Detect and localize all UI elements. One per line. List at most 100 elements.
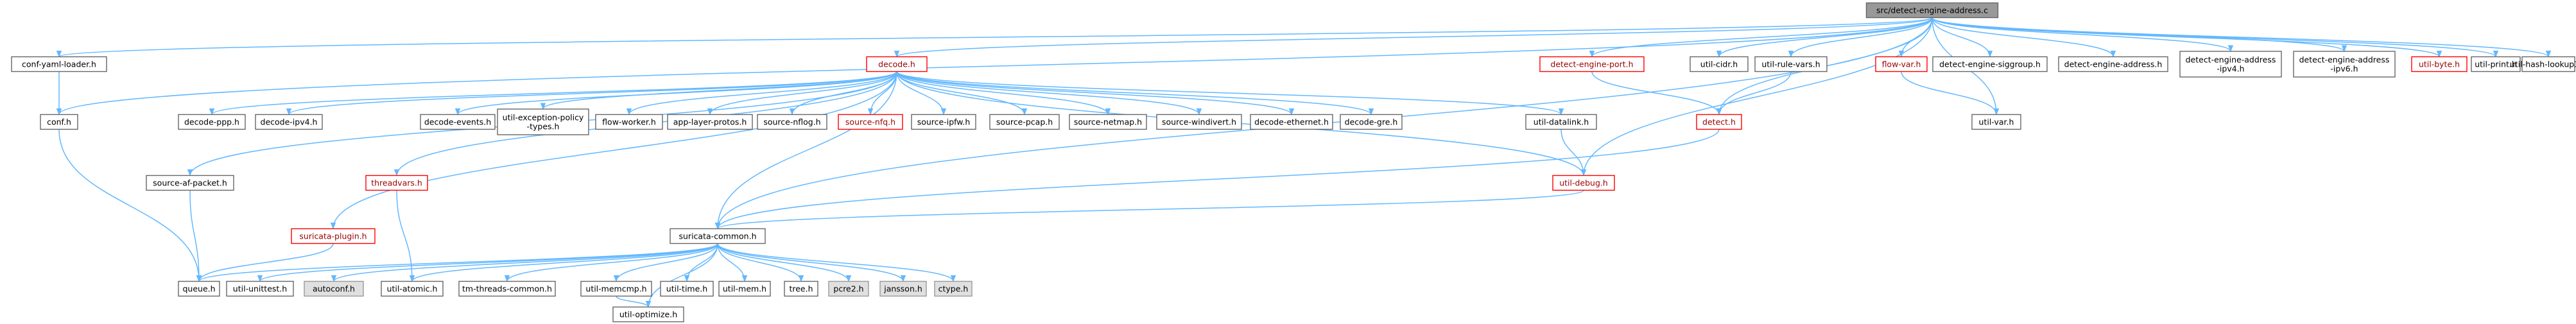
node-suricata-common[interactable]: suricata-common.h <box>670 228 766 244</box>
node-box-util-memcmp <box>580 280 652 297</box>
node-decode[interactable]: decode.h <box>866 56 928 72</box>
node-detect-engine-address-ipv6[interactable]: detect-engine-address-ipv6.h <box>2293 51 2396 78</box>
node-decode-gre[interactable]: decode-gre.h <box>1340 114 1403 130</box>
node-source-ipfw[interactable]: source-ipfw.h <box>911 114 976 130</box>
node-label-conf-yaml-loader: conf-yaml-loader.h <box>22 60 96 69</box>
node-source-netmap[interactable]: source-netmap.h <box>1069 114 1147 130</box>
node-util-hash-lookup3[interactable]: util-hash-lookup3.h <box>2510 56 2576 72</box>
node-detect-engine-siggroup[interactable]: detect-engine-siggroup.h <box>1932 56 2048 72</box>
node-util-byte[interactable]: util-byte.h <box>2411 56 2468 72</box>
node-util-var[interactable]: util-var.h <box>1971 114 2021 130</box>
node-suricata-plugin[interactable]: suricata-plugin.h <box>291 228 376 244</box>
edge-source-af-packet-to-queue <box>189 190 202 282</box>
node-label-tree: tree.h <box>789 284 813 294</box>
edge-root-to-detect-engine-port <box>1589 17 1933 58</box>
node-label-util-debug: util-debug.h <box>1559 178 1608 188</box>
node-jansson[interactable]: jansson.h <box>879 280 927 297</box>
node-util-mem[interactable]: util-mem.h <box>718 280 771 297</box>
node-tree[interactable]: tree.h <box>784 280 818 297</box>
edge-suricata-common-to-tree <box>717 243 804 282</box>
node-decode-ipv4[interactable]: decode-ipv4.h <box>255 114 323 130</box>
node-threadvars[interactable]: threadvars.h <box>365 175 428 191</box>
node-box-root <box>1865 2 1999 19</box>
node-pcre2[interactable]: pcre2.h <box>828 280 869 297</box>
node-detect[interactable]: detect.h <box>1696 114 1742 130</box>
node-box-detect-engine-address-ipv6 <box>2293 51 2396 78</box>
edge-root-to-conf <box>56 17 1933 115</box>
node-util-exception-policy-types[interactable]: util-exception-policy-types.h <box>497 108 589 135</box>
node-queue[interactable]: queue.h <box>178 280 220 297</box>
node-box-suricata-plugin <box>291 228 376 244</box>
edge-util-datalink-to-util-debug <box>1560 129 1587 176</box>
node-box-ctype <box>934 280 972 297</box>
node-root[interactable]: src/detect-engine-address.c <box>1865 2 1999 19</box>
edge-decode-to-util-datalink <box>896 71 1564 115</box>
node-label-util-var: util-var.h <box>1979 117 2014 127</box>
node-util-print[interactable]: util-print.h <box>2471 56 2521 72</box>
node-box-conf-yaml-loader <box>11 56 107 72</box>
node-label-ctype: ctype.h <box>938 284 969 294</box>
node-source-pcap[interactable]: source-pcap.h <box>989 114 1060 130</box>
node-label-root: src/detect-engine-address.c <box>1876 6 1988 15</box>
node-label-decode-events: decode-events.h <box>424 117 491 127</box>
node-box-pcre2 <box>828 280 869 297</box>
node-detect-engine-address-ipv4[interactable]: detect-engine-address-ipv4.h <box>2179 51 2282 78</box>
node-util-unittest[interactable]: util-unittest.h <box>226 280 294 297</box>
node-decode-events[interactable]: decode-events.h <box>420 114 496 130</box>
edge-threadvars-to-util-atomic <box>396 190 415 282</box>
node-box-util-time <box>660 280 714 297</box>
node-flow-var[interactable]: flow-var.h <box>1875 56 1928 72</box>
node-source-nfq[interactable]: source-nfq.h <box>838 114 903 130</box>
node-util-datalink[interactable]: util-datalink.h <box>1525 114 1597 130</box>
node-label-pcre2: pcre2.h <box>833 284 863 294</box>
edge-util-debug-to-suricata-common <box>715 189 1584 230</box>
edge-decode-to-app-layer-protos <box>707 71 897 115</box>
node-decode-ethernet[interactable]: decode-ethernet.h <box>1250 114 1333 130</box>
node-util-atomic[interactable]: util-atomic.h <box>381 280 444 297</box>
node-label-jansson: jansson.h <box>883 284 922 294</box>
edge-suricata-common-to-autoconf <box>331 243 718 282</box>
node-box-source-ipfw <box>911 114 976 130</box>
node-util-time[interactable]: util-time.h <box>660 280 714 297</box>
node-box-util-rule-vars <box>1754 56 1828 72</box>
node-flow-worker[interactable]: flow-worker.h <box>595 114 663 130</box>
edge-decode-to-source-netmap <box>896 71 1111 115</box>
node-util-optimize[interactable]: util-optimize.h <box>612 306 684 323</box>
node-util-rule-vars[interactable]: util-rule-vars.h <box>1754 56 1828 72</box>
edge-root-to-util-debug <box>1580 17 1933 176</box>
nodes-layer: src/detect-engine-address.c conf-yaml-loa… <box>11 2 2576 323</box>
node-util-memcmp[interactable]: util-memcmp.h <box>580 280 652 297</box>
edge-root-to-detect-engine-siggroup <box>1932 17 1993 58</box>
node-conf[interactable]: conf.h <box>40 114 78 130</box>
node-label-decode-ethernet: decode-ethernet.h <box>1254 117 1329 127</box>
node-label-decode: decode.h <box>878 60 915 69</box>
node-source-windivert[interactable]: source-windivert.h <box>1156 114 1242 130</box>
node-app-layer-protos[interactable]: app-layer-protos.h <box>667 114 753 130</box>
edge-suricata-common-to-jansson <box>717 243 906 282</box>
node-source-af-packet[interactable]: source-af-packet.h <box>146 175 234 191</box>
node-ctype[interactable]: ctype.h <box>934 280 972 297</box>
node-source-nflog[interactable]: source-nflog.h <box>757 114 827 130</box>
node-util-debug[interactable]: util-debug.h <box>1552 175 1615 191</box>
node-label-util-datalink: util-datalink.h <box>1534 117 1589 127</box>
node-detect-engine-port[interactable]: detect-engine-port.h <box>1539 56 1645 72</box>
node-autoconf[interactable]: autoconf.h <box>304 280 364 297</box>
node-label-source-nflog: source-nflog.h <box>763 117 820 127</box>
node-box-jansson <box>879 280 927 297</box>
node-box-source-nflog <box>757 114 827 130</box>
node-box-detect-engine-address-ipv4 <box>2179 51 2282 78</box>
node-detect-engine-address[interactable]: detect-engine-address.h <box>2058 56 2168 72</box>
edge-suricata-plugin-to-queue <box>196 243 334 282</box>
node-label-detect-engine-address-ipv4: -ipv4.h <box>2217 64 2244 74</box>
node-label-source-windivert: source-windivert.h <box>1162 117 1236 127</box>
node-tm-threads-common[interactable]: tm-threads-common.h <box>458 280 556 297</box>
node-box-util-exception-policy-types <box>497 108 589 135</box>
edge-suricata-common-to-util-unittest <box>257 243 718 282</box>
node-decode-ppp[interactable]: decode-ppp.h <box>178 114 246 130</box>
edge-suricata-common-to-tm-threads-common <box>504 243 718 282</box>
node-util-cidr[interactable]: util-cidr.h <box>1690 56 1749 72</box>
node-conf-yaml-loader[interactable]: conf-yaml-loader.h <box>11 56 107 72</box>
node-label-util-unittest: util-unittest.h <box>233 284 287 294</box>
node-label-tm-threads-common: tm-threads-common.h <box>462 284 552 294</box>
